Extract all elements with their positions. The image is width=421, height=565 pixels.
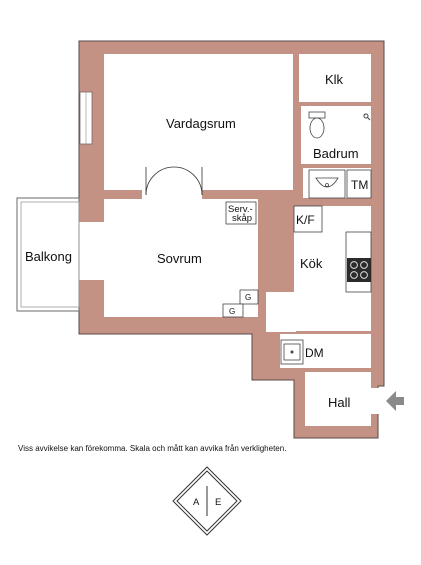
kitchen-fixtures xyxy=(293,205,372,293)
bathroom-label: Badrum xyxy=(313,146,359,161)
wardrobe-upper-box xyxy=(239,289,259,305)
dishwasher-label: DM xyxy=(305,346,324,360)
wardrobe-upper-label: G xyxy=(245,293,251,302)
kitchen-label: Kök xyxy=(300,256,323,271)
double-door xyxy=(145,166,203,196)
pantry-label-line1: Serv.- xyxy=(228,204,253,215)
living-to-bedroom-opening xyxy=(142,186,202,200)
balcony-label: Balkong xyxy=(25,249,72,264)
fridge-freezer-label: K/F xyxy=(296,213,315,227)
west-windows xyxy=(79,91,106,280)
entrance-arrow-icon xyxy=(386,391,404,411)
stove-icon xyxy=(347,258,371,282)
dishwasher xyxy=(280,339,304,365)
closet-label: Klk xyxy=(325,72,344,87)
dryer-label: TM xyxy=(351,178,368,192)
fridge-freezer-box xyxy=(293,205,323,233)
balcony-outline xyxy=(16,197,80,312)
wardrobes xyxy=(222,289,259,318)
wardrobe-lower-box xyxy=(222,303,244,318)
pantry-label-line2: skåp xyxy=(232,213,252,224)
hall-door-opening xyxy=(370,388,388,414)
closet-floor xyxy=(299,54,371,102)
dryer-box xyxy=(346,169,372,199)
balcony xyxy=(16,197,80,312)
living-room-floor xyxy=(104,54,293,190)
sink-icon xyxy=(315,177,339,188)
shower-icon xyxy=(363,113,371,121)
service-closet xyxy=(225,201,257,225)
company-logo: A E xyxy=(172,466,242,536)
bathroom-fixtures xyxy=(308,111,372,199)
logo-letter-right: E xyxy=(215,497,221,508)
logo-letter-left: A xyxy=(193,497,200,508)
bedroom-label: Sovrum xyxy=(157,251,202,266)
corridor-floor xyxy=(266,292,296,332)
toilet-icon xyxy=(308,111,326,139)
hall-floor xyxy=(305,372,371,426)
hall-label: Hall xyxy=(328,395,351,410)
sink-box xyxy=(308,169,346,199)
disclaimer-text: Viss avvikelse kan förekomma. Skala och … xyxy=(18,444,287,453)
wardrobe-lower-label: G xyxy=(229,307,235,316)
balcony-door-opening xyxy=(79,222,106,280)
living-room-label: Vardagsrum xyxy=(166,116,236,131)
